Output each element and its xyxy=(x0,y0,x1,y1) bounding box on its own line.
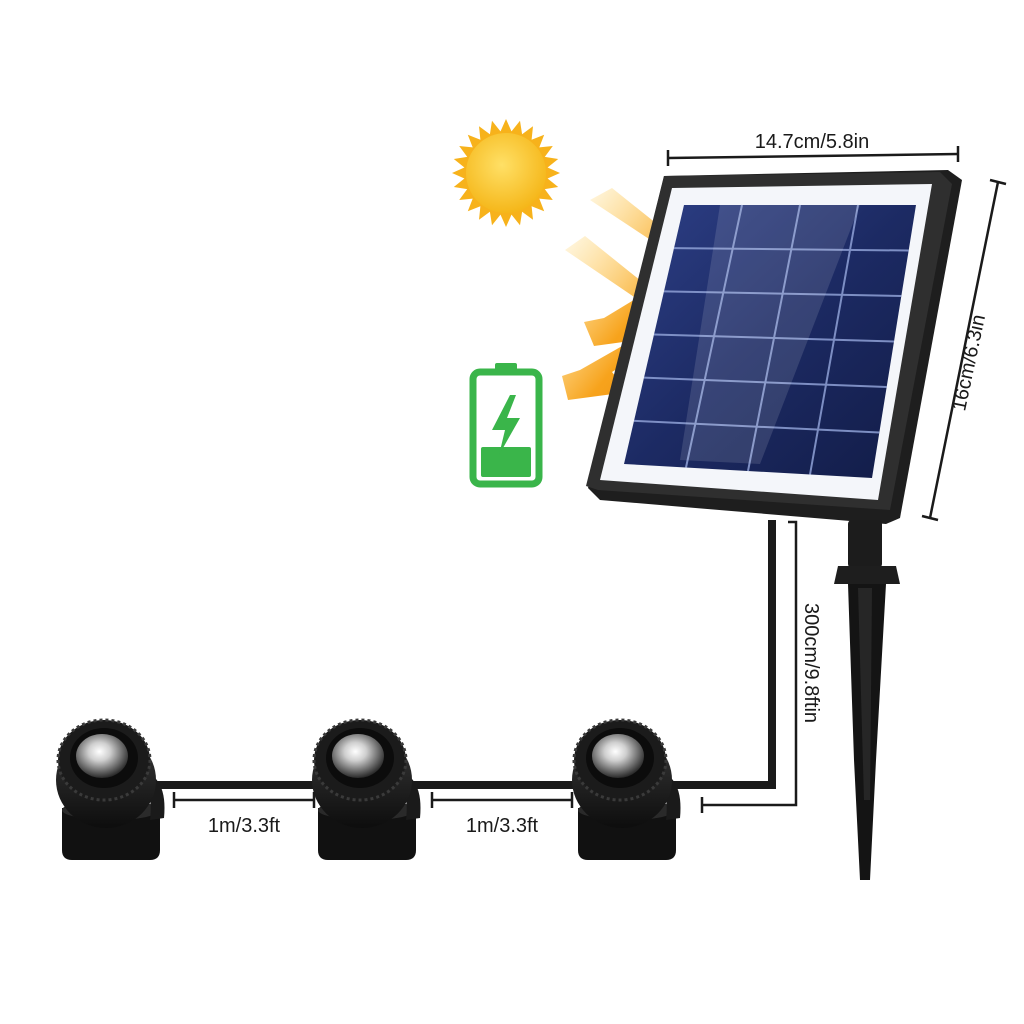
cable-length-label: 300cm/9.8ftin xyxy=(800,603,822,723)
dimension-spacing-1 xyxy=(172,792,316,808)
panel-height-label: 16cm/6.3in xyxy=(948,313,990,413)
spacing-1-label: 1m/3.3ft xyxy=(208,815,281,837)
led-lens xyxy=(592,734,644,778)
dimension-panel-height xyxy=(921,178,1007,522)
sun-icon xyxy=(452,119,560,227)
spotlight xyxy=(572,718,681,860)
ground-stake xyxy=(834,520,900,880)
panel-width-label: 14.7cm/5.8in xyxy=(755,131,870,153)
dimension-cable-length xyxy=(700,520,798,813)
led-lens xyxy=(76,734,128,778)
dimension-spacing-2 xyxy=(430,792,574,808)
spotlight xyxy=(312,718,421,860)
solar-panel xyxy=(586,170,962,524)
spacing-2-label: 1m/3.3ft xyxy=(466,815,539,837)
led-lens xyxy=(332,734,384,778)
battery-charging-icon xyxy=(469,363,543,488)
spotlight xyxy=(56,718,165,860)
cable xyxy=(140,520,776,789)
dimension-panel-width xyxy=(666,146,960,166)
